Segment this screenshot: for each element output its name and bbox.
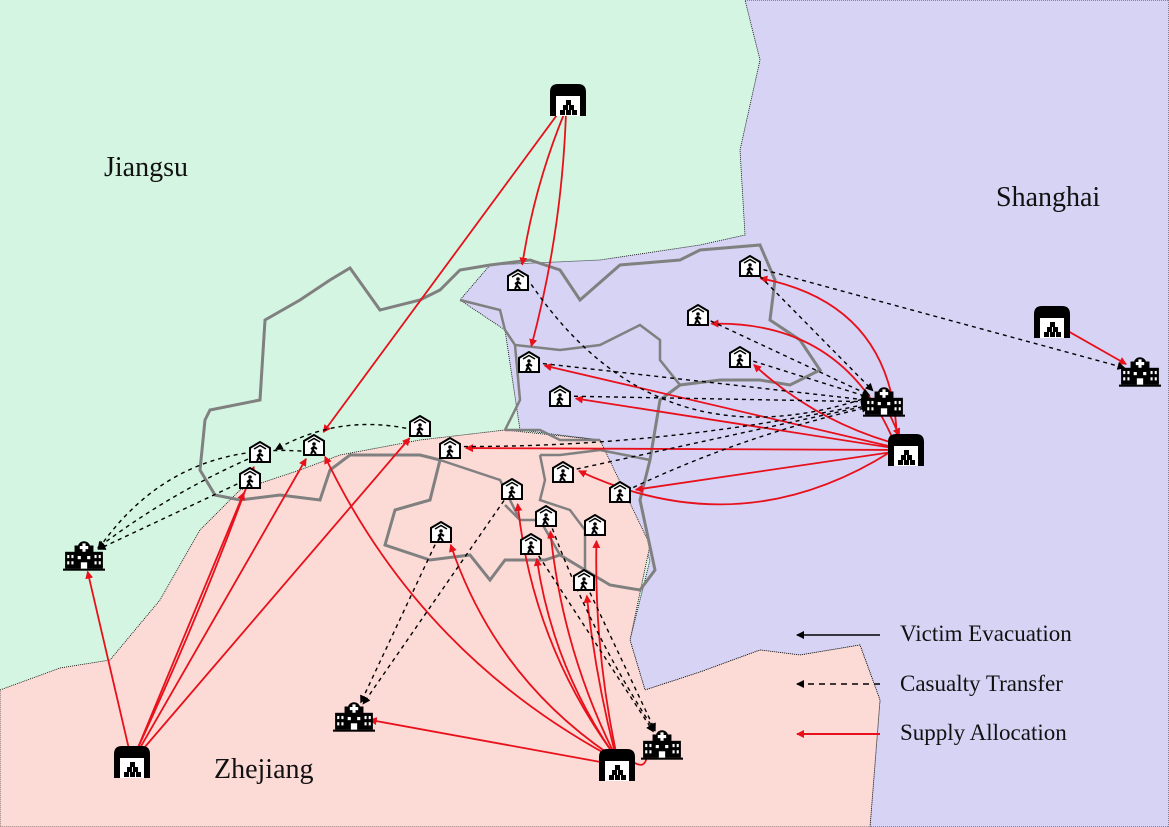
casualty-transfer-arrow-s3-h1	[710, 320, 871, 396]
supply-allocation-arrow-w5-s17	[449, 543, 610, 755]
region-label-shanghai: Shanghai	[996, 182, 1101, 213]
warehouse-icon[interactable]	[599, 749, 635, 781]
casualty-transfer-arrow-s15-h5	[551, 528, 656, 732]
casualty-transfer-arrow-s18-h5	[538, 555, 654, 733]
casualty-transfer-arrow-s5-h1	[542, 362, 870, 404]
supply-allocation-arrow-w1-s5	[529, 113, 567, 348]
legend-victim-evacuation: Victim Evacuation	[900, 621, 1072, 646]
supply-allocation-arrow-w1-s1	[519, 113, 566, 266]
casualty-transfer-arrow-s1-h1	[530, 284, 870, 418]
region-shanghai	[459, 0, 1169, 827]
study-area-border	[198, 243, 823, 592]
casualty-transfer-arrow-s11-h3	[97, 483, 238, 550]
supply-allocation-arrow-w5-s15	[547, 530, 614, 752]
warehouse-icon[interactable]	[888, 434, 924, 466]
supply-allocation-arrow-w5-h4	[368, 717, 604, 764]
district-borders	[439, 298, 681, 570]
supply-allocation-arrow-w4-s11	[136, 491, 245, 750]
supply-allocation-arrow-w5-s18	[533, 557, 613, 753]
legend-casualty-transfer: Casualty Transfer	[900, 671, 1063, 696]
supply-allocation-arrow-w2-s5	[543, 363, 893, 448]
supply-allocation-arrow-w2-s8	[465, 444, 893, 453]
casualty-transfer-arrow-s7-s10	[274, 423, 407, 451]
casualty-transfer-arrow-s8-h1	[463, 401, 870, 448]
supply-allocation-arrow-w4-h3	[85, 570, 130, 749]
supply-allocation-arrow-w2-s13	[634, 451, 893, 493]
legend-supply-allocation: Supply Allocation	[900, 720, 1067, 745]
casualty-transfer-arrow-s10-h3	[96, 458, 249, 549]
warehouse-icon[interactable]	[1034, 306, 1070, 338]
region-label-zhejiang: Zhejiang	[214, 754, 314, 785]
casualty-transfer-arrow-s2-h2	[763, 268, 1126, 370]
region-label-jiangsu: Jiangsu	[104, 152, 188, 183]
supply-allocation-arrow-w2-s4	[753, 364, 895, 445]
supply-allocation-arrow-w5-s16	[592, 539, 617, 752]
casualty-transfer-arrow-s12-h1	[576, 402, 870, 470]
casualty-transfer-arrow-s6-h1	[573, 395, 870, 406]
supply-allocation-arrow-w4-s7	[140, 437, 411, 752]
casualty-transfer-arrow-s13-h1	[632, 404, 870, 489]
warehouse-icon[interactable]	[550, 84, 586, 116]
casualty-transfer-arrow-s2-h1	[759, 275, 874, 392]
casualty-transfer-arrow-s19-h5	[589, 592, 656, 732]
casualty-transfer-arrow-s17-h4	[360, 544, 436, 704]
casualty-transfer-arrow-s14-h4	[362, 500, 505, 705]
supply-allocation-arrow-w5-s9	[324, 455, 608, 756]
warehouse-icon[interactable]	[114, 746, 150, 778]
supply-allocation-arrow-w2-s6	[574, 395, 893, 449]
supply-allocation-arrow-w4-s9	[138, 458, 307, 751]
supply-allocation-arrow-w1-s9	[322, 110, 561, 433]
supply-allocation-arrow-w5-s19	[583, 594, 616, 752]
